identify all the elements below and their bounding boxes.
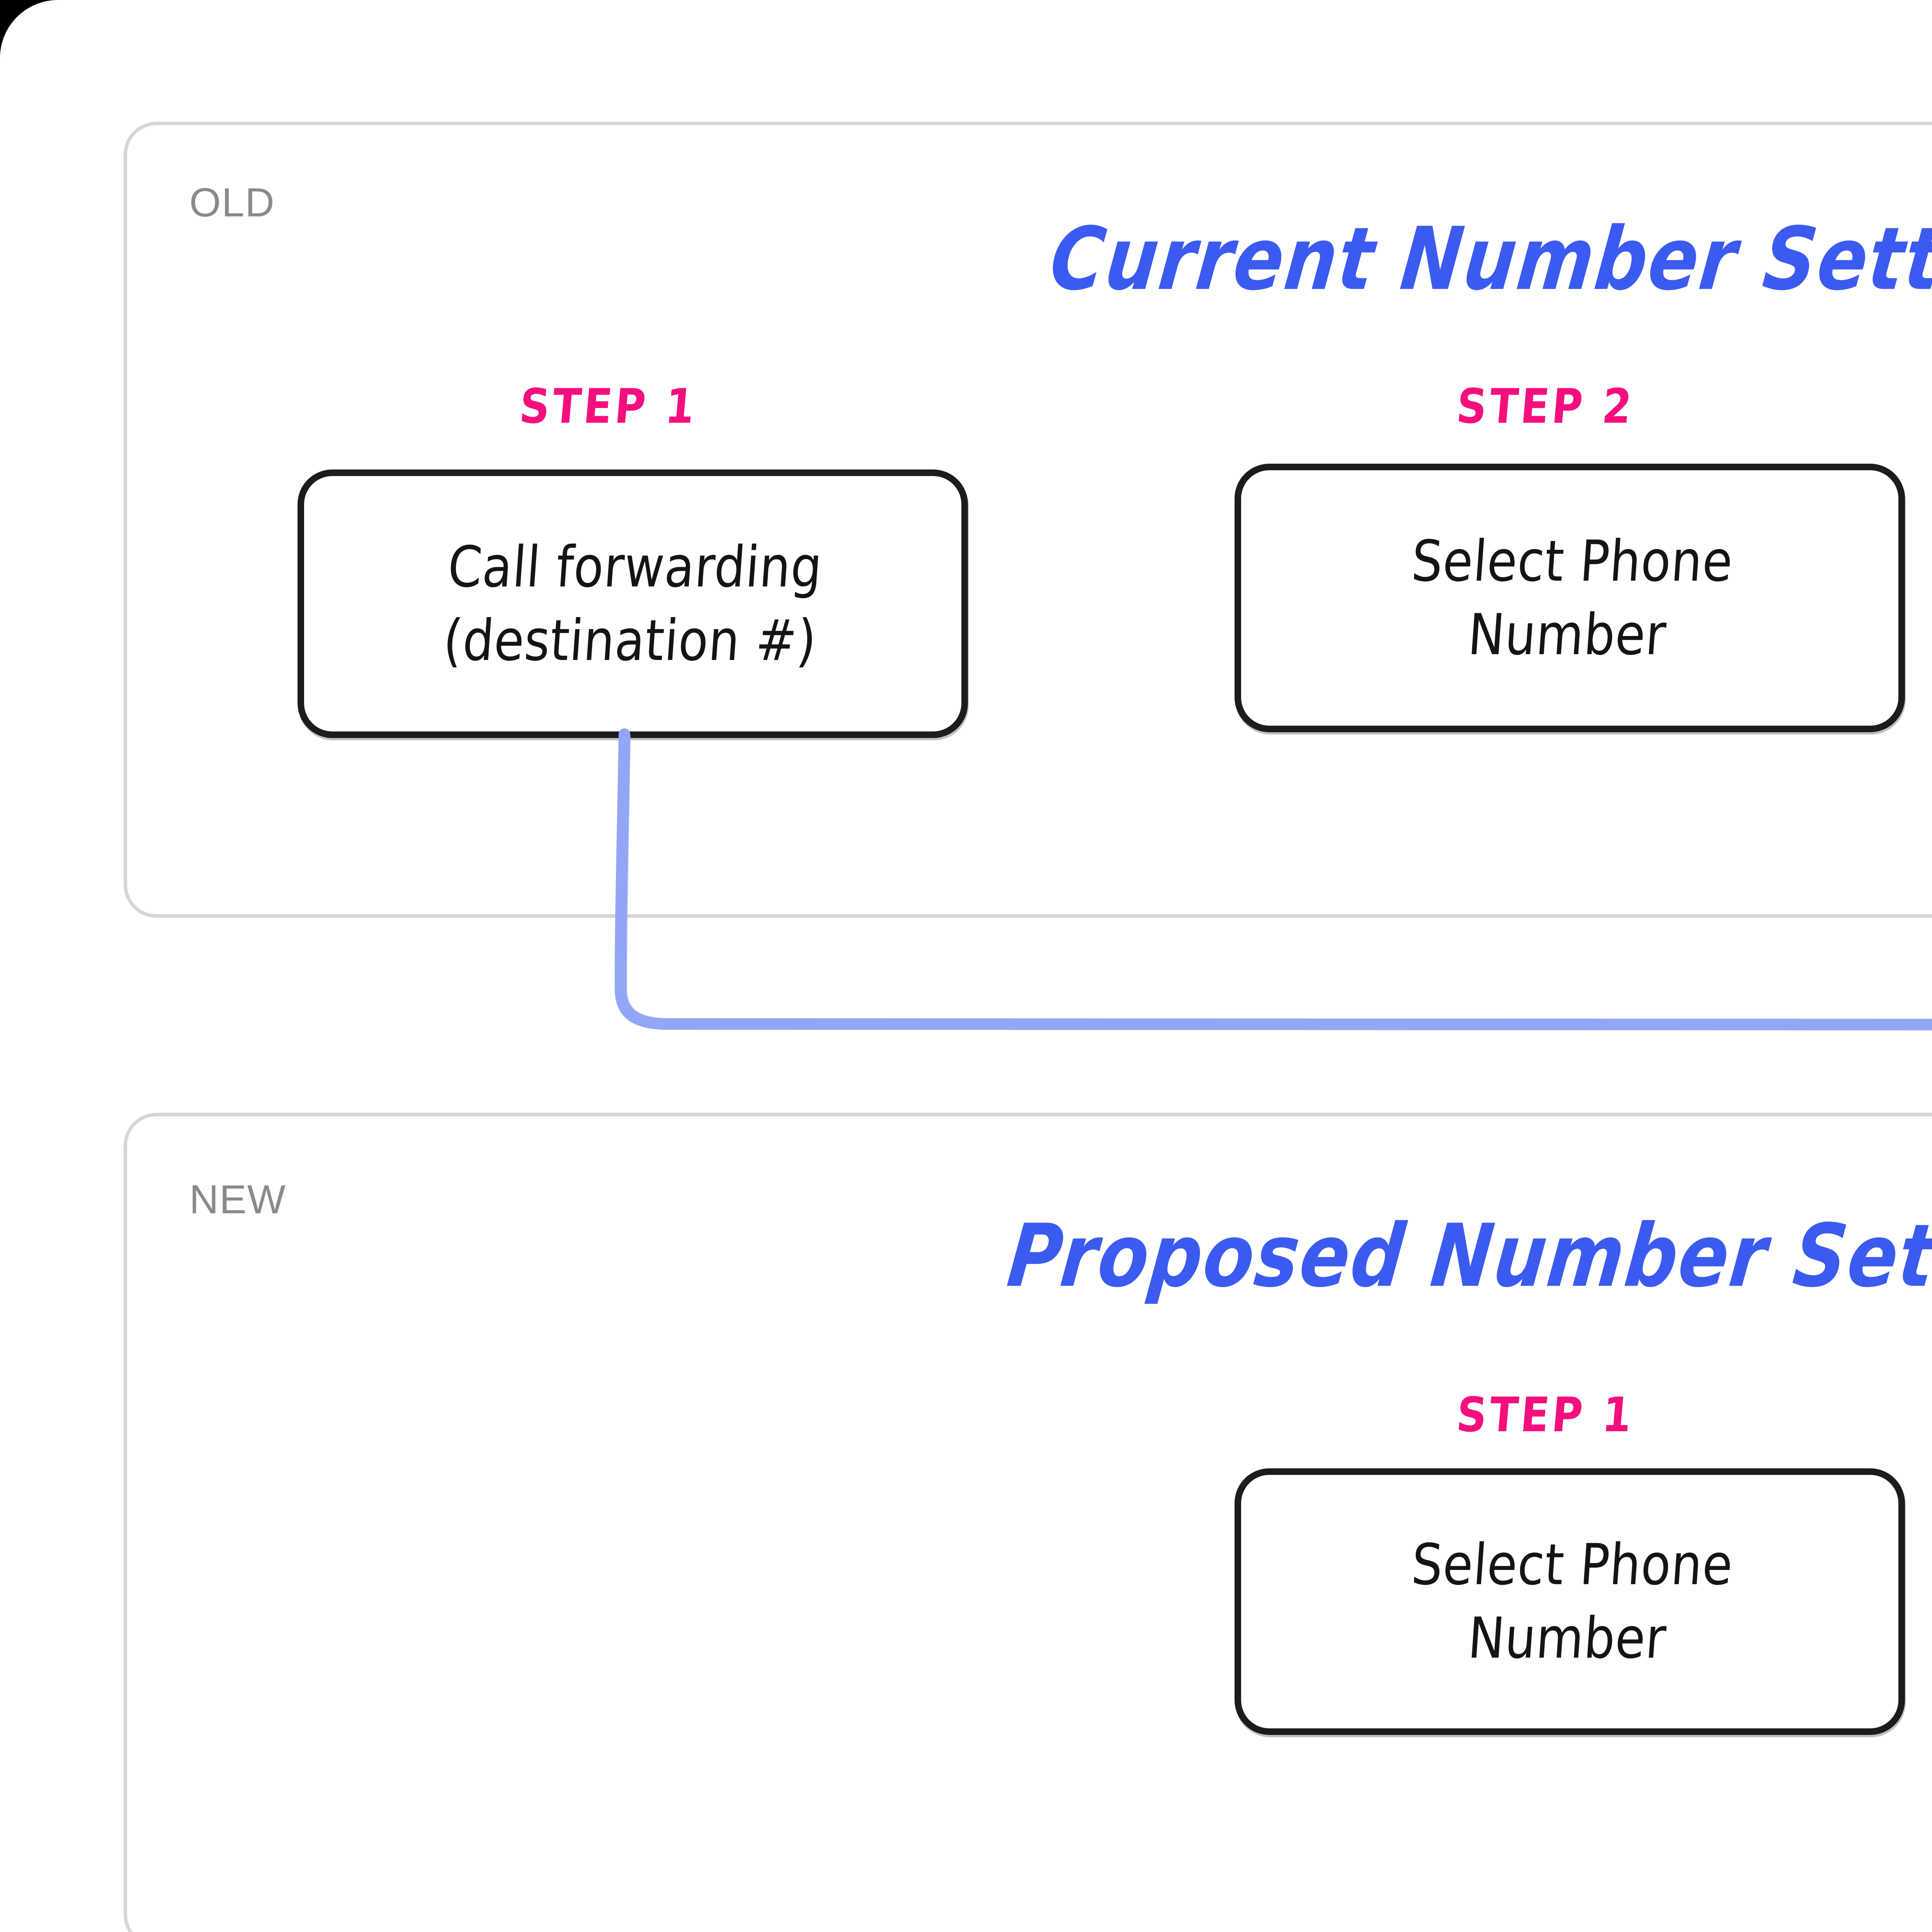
section-new-heading: Proposed Number Settings: [1003, 1206, 1932, 1306]
section-old-tag: OLD: [189, 180, 275, 225]
section-new-tag: NEW: [189, 1177, 286, 1222]
old-step-1-text: Call forwarding (destination #): [441, 534, 825, 673]
new-step-1-box[interactable]: Select Phone Number: [1235, 1468, 1905, 1735]
section-old-heading: Current Number Settings: [1046, 209, 1932, 310]
section-new-container: [124, 1113, 1932, 1932]
new-step-1-label: STEP 1: [1454, 1388, 1637, 1443]
old-step-2-label: STEP 2: [1454, 379, 1637, 434]
old-step-1-box[interactable]: Call forwarding (destination #): [298, 469, 968, 738]
new-step-1-text: Select Phone Number: [1409, 1532, 1735, 1671]
old-step-1-label: STEP 1: [517, 379, 700, 434]
old-step-2-box[interactable]: Select Phone Number: [1235, 464, 1905, 732]
old-step-2-text: Select Phone Number: [1409, 528, 1735, 668]
